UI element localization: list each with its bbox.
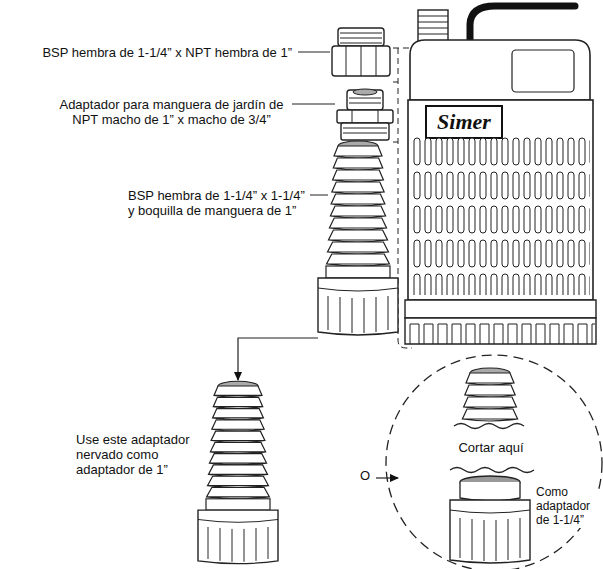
usage-note: Use este adaptador nervado como adaptado… — [76, 432, 196, 477]
option-letter: O — [360, 468, 374, 483]
part-label: Adaptador para manguera de jardín de NPT… — [54, 97, 289, 127]
ribbed-adapter — [198, 381, 278, 563]
brand-logo: Simer — [427, 107, 501, 137]
cut-adapter — [450, 368, 534, 563]
garden-hose-adapter — [337, 89, 393, 140]
usage-note: Como adaptador de 1-1/4” — [536, 484, 598, 528]
female-fitting — [332, 28, 390, 76]
part-label: BSP hembra de 1-1/4” x 1-1/4” y boquilla… — [128, 188, 310, 218]
ribbed-adapter — [318, 141, 398, 335]
detail-circle — [386, 355, 602, 569]
leader-line — [292, 52, 335, 195]
pump — [405, 6, 596, 344]
part-label: BSP hembra de 1-1/4” x NPT hembra de 1” — [6, 45, 292, 60]
cut-note: Cortar aquí — [446, 440, 536, 455]
arrow — [238, 338, 318, 380]
